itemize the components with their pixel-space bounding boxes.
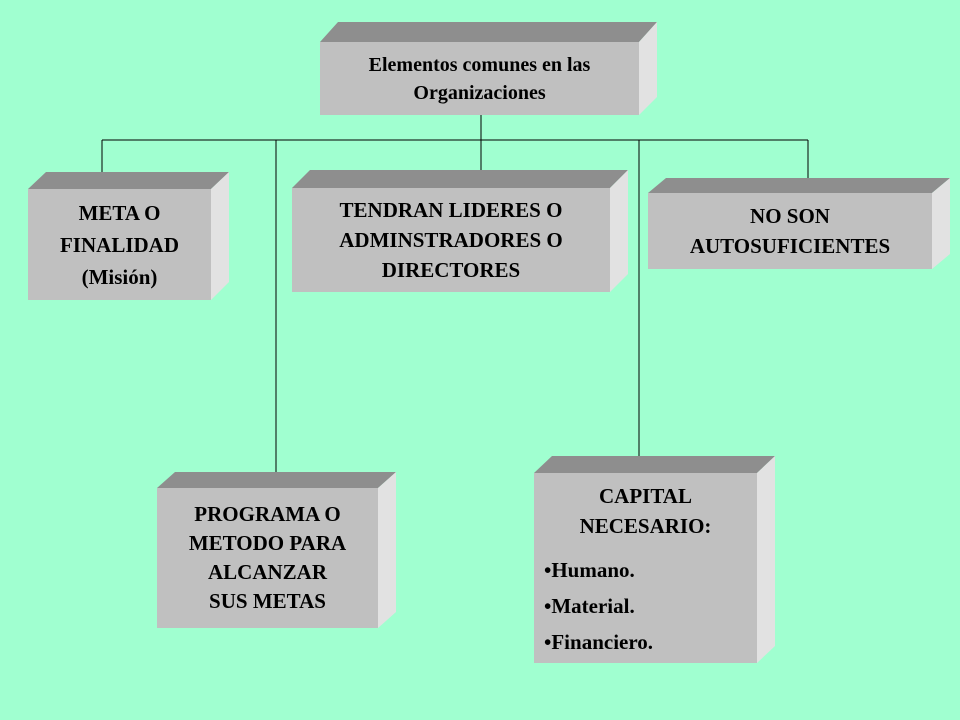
meta-line-3: (Misión) — [81, 264, 158, 289]
programa-line-2: METODO PARA — [188, 531, 347, 555]
capital-item-material: •Material. — [544, 594, 635, 618]
programa-line-3: ALCANZAR — [207, 560, 327, 584]
capital-box-bevel — [534, 456, 775, 663]
lideres-line-3: DIRECTORES — [381, 258, 521, 282]
root-title-line-1: Elementos comunes en las — [368, 53, 591, 76]
lideres-line-2: ADMINSTRADORES O — [339, 228, 563, 252]
autosuf-box-bevel — [648, 178, 950, 269]
capital-item-humano: •Humano. — [544, 558, 635, 582]
autosuf-line-1: NO SON — [750, 204, 830, 228]
autosuf-line-2: AUTOSUFICIENTES — [689, 234, 891, 258]
capital-resource-list: •Humano. •Material. •Financiero. — [534, 549, 653, 657]
meta-line-2: FINALIDAD — [59, 232, 179, 257]
capital-line-1: CAPITAL — [599, 484, 692, 508]
meta-line-1: META O — [78, 200, 161, 225]
programa-line-4: SUS METAS — [209, 589, 326, 613]
capital-item-financiero: •Financiero. — [544, 630, 654, 654]
lideres-box-bevel — [292, 170, 628, 292]
root-box-bevel — [320, 22, 657, 115]
meta-box-bevel — [28, 172, 229, 300]
programa-box-bevel — [157, 472, 396, 628]
lideres-line-1: TENDRAN LIDERES O — [339, 198, 563, 222]
programa-line-1: PROGRAMA O — [194, 502, 341, 526]
capital-line-2: NECESARIO: — [579, 514, 712, 538]
root-title-line-2: Organizaciones — [413, 81, 546, 104]
